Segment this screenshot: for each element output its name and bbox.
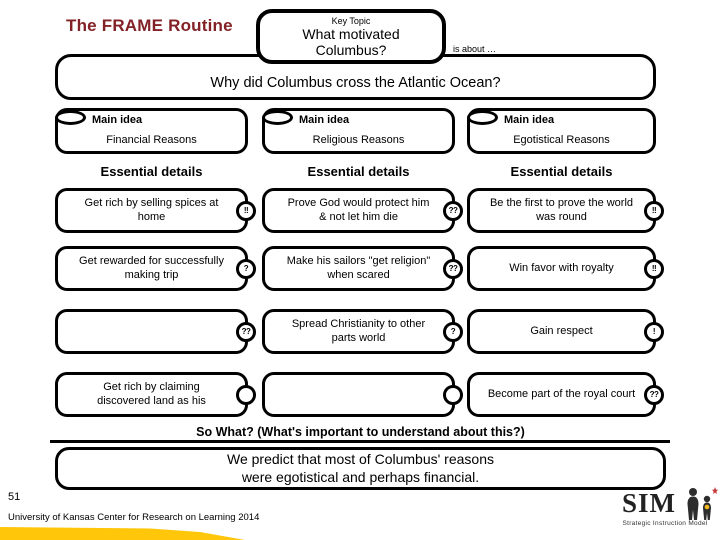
detail-text: Get rich by selling spices at home [84,196,219,223]
confidence-marker-badge: ? [443,321,463,342]
detail-text: Spread Christianity to other parts world [291,317,426,344]
is-about-label: is about … [451,44,499,54]
main-idea-value: Financial Reasons [106,134,197,146]
detail-text: Make his sailors "get religion" when sca… [286,254,431,281]
detail-box: ?? [55,309,256,354]
detail-text: Get rich by claiming discovered land as … [97,380,206,407]
key-topic-label: Key Topic [331,16,371,26]
people-figures-icon [687,487,718,520]
main-idea-value: Religious Reasons [312,134,405,146]
main-idea-value: Egotistical Reasons [513,134,610,146]
confidence-marker-badge: ? [236,258,256,279]
detail-text: Gain respect [530,324,593,337]
confidence-marker-badge: !! [644,258,664,279]
detail-box: Make his sailors "get religion" when sca… [262,246,463,291]
confidence-marker-badge: ?? [443,258,463,279]
prediction-box: We predict that most of Columbus' reason… [55,447,666,490]
confidence-marker-badge: !! [236,200,256,221]
column-financial: Main idea Financial Reasons Essential de… [55,108,256,420]
main-idea-box: Main idea Egotistical Reasons [467,108,656,154]
main-idea-label: Main idea [92,114,143,126]
detail-box: Win favor with royalty !! [467,246,664,291]
detail-box: Gain respect ! [467,309,664,354]
main-idea-box: Main idea Religious Reasons [262,108,455,154]
main-idea-box: Main idea Financial Reasons [55,108,248,154]
detail-box: Prove God would protect him & not let hi… [262,188,463,233]
confidence-marker-badge: !! [644,200,664,221]
prediction-text: We predict that most of Columbus' reason… [227,451,494,485]
essential-details-header: Essential details [100,164,203,179]
detail-text: Be the first to prove the world was roun… [489,196,634,223]
gold-swoosh-decoration [0,527,245,540]
sim-logo: SIM Strategic Instruction Model [612,487,718,536]
detail-box [262,372,463,417]
sim-wordmark: SIM [622,488,677,518]
detail-text: Win favor with royalty [509,261,614,274]
question-text: Why did Columbus cross the Atlantic Ocea… [210,75,501,91]
main-idea-label: Main idea [504,114,555,126]
label-oval-icon [262,110,293,125]
detail-text: Get rewarded for successfully making tri… [79,254,224,281]
logo-tagline: Strategic Instruction Model [622,520,708,527]
confidence-marker-badge [236,384,256,405]
confidence-marker-badge [443,384,463,405]
detail-box: Get rich by claiming discovered land as … [55,372,256,417]
main-idea-label: Main idea [299,114,350,126]
slide-title: The FRAME Routine [66,16,233,35]
label-oval-icon [55,110,86,125]
detail-box: Become part of the royal court ?? [467,372,664,417]
key-topic-box: Key Topic What motivated Columbus? [256,9,446,64]
column-religious: Main idea Religious Reasons Essential de… [262,108,463,420]
column-egotistical: Main idea Egotistical Reasons Essential … [467,108,664,420]
detail-box: Spread Christianity to other parts world… [262,309,463,354]
key-topic-value: What motivated Columbus? [302,26,400,58]
detail-text: Prove God would protect him & not let hi… [287,196,430,223]
confidence-marker-badge: ?? [236,321,256,342]
confidence-marker-badge: ?? [644,384,664,405]
logo-star-icon [712,487,718,494]
essential-details-header: Essential details [307,164,410,179]
page-number: 51 [8,491,21,503]
detail-box: Get rewarded for successfully making tri… [55,246,256,291]
footer-credit: University of Kansas Center for Research… [8,512,260,523]
so-what-header: So What? (What's important to understand… [196,425,525,439]
essential-details-header: Essential details [510,164,613,179]
so-what-divider [50,440,670,443]
label-oval-icon [467,110,498,125]
confidence-marker-badge: ! [644,321,664,342]
detail-box: Be the first to prove the world was roun… [467,188,664,233]
detail-box: Get rich by selling spices at home !! [55,188,256,233]
confidence-marker-badge: ?? [443,200,463,221]
detail-text: Become part of the royal court [487,387,636,400]
